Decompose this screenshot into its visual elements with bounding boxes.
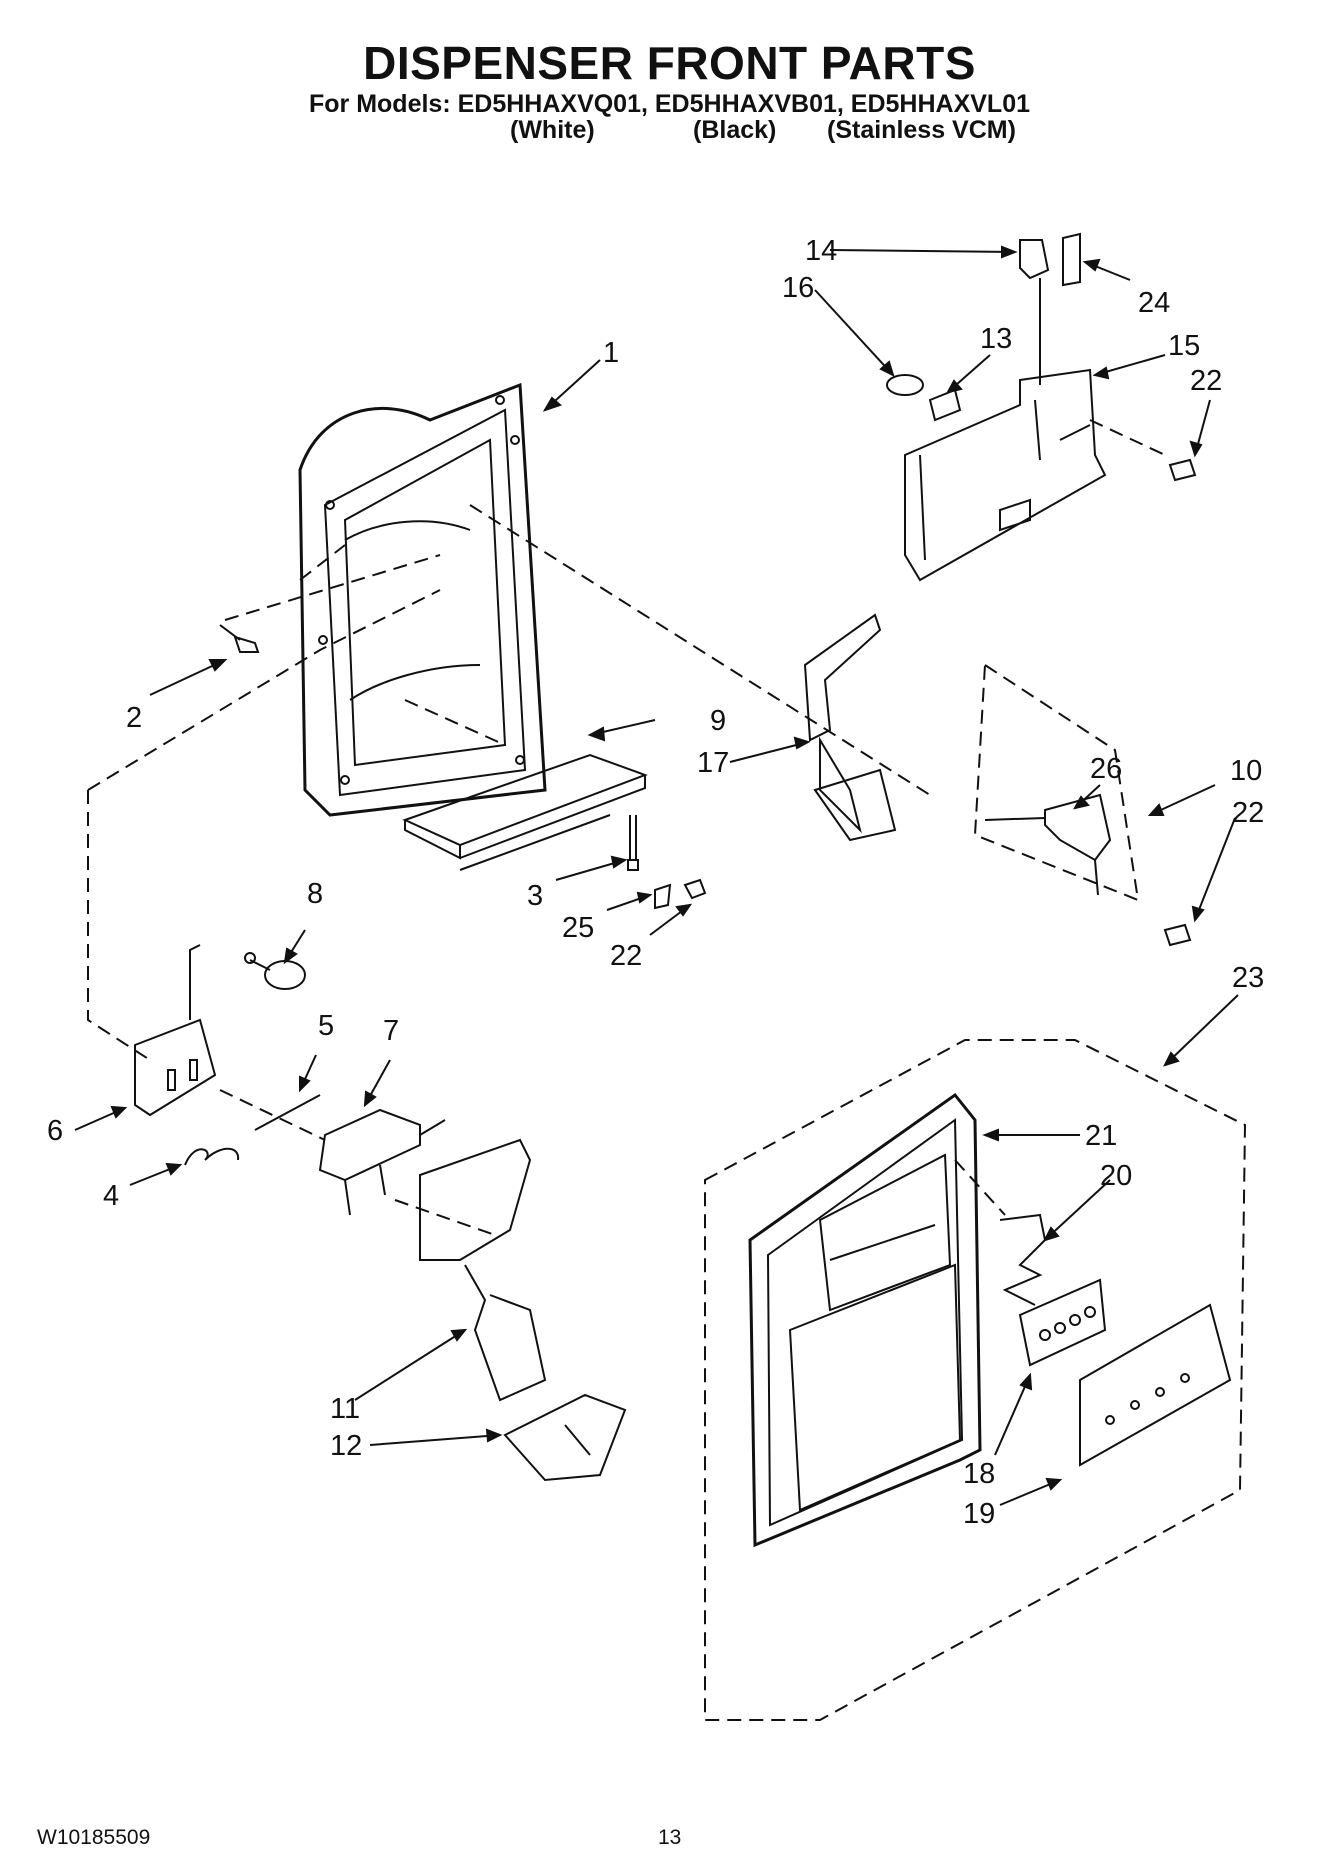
callout-13: 13: [980, 323, 1012, 355]
callout-6: 6: [47, 1115, 63, 1147]
callout-25: 25: [562, 912, 594, 944]
part-water-lever-11: [419, 1138, 547, 1402]
part-control-panel-19: [1079, 1303, 1232, 1467]
part-spring-4: [184, 1147, 240, 1166]
callout-11: 11: [330, 1393, 360, 1425]
part-bulb-16: [886, 374, 924, 396]
callout-19: 19: [963, 1498, 995, 1530]
part-pad-25: [654, 883, 672, 910]
callout-22-tray: 22: [610, 940, 642, 972]
callout-21: 21: [1085, 1120, 1117, 1152]
callout-labels: 1 2 3 4 5 6 7 8 9 10 11 12 13 14 15 16 1…: [47, 235, 1264, 1530]
part-pad-24: [1062, 232, 1081, 287]
leader-arrows: [74, 245, 1239, 1506]
callout-20: 20: [1100, 1160, 1132, 1192]
part-module-6: [134, 944, 217, 1117]
variant-white: (White): [510, 116, 595, 144]
part-screw-22c: [1163, 923, 1192, 947]
callout-17: 17: [697, 747, 729, 779]
variant-black: (Black): [693, 116, 777, 144]
dashed-assembly-lines: [87, 419, 1247, 1721]
callout-3: 3: [527, 880, 543, 912]
callout-18: 18: [963, 1458, 995, 1490]
doc-number: W10185509: [37, 1826, 151, 1849]
part-front-panel-21: [748, 1092, 982, 1548]
part-wire-harness-20: [999, 1213, 1047, 1306]
variant-stainless: (Stainless VCM): [827, 116, 1016, 144]
part-chute-15: [904, 368, 1107, 582]
part-screw-2: [219, 624, 260, 653]
part-switch-26: [984, 793, 1112, 896]
callout-15: 15: [1168, 330, 1200, 362]
part-screw-22b: [1168, 458, 1197, 482]
callout-1: 1: [603, 337, 619, 369]
callout-2: 2: [126, 702, 142, 734]
part-socket-13: [928, 388, 962, 422]
callout-22-switch: 22: [1232, 797, 1264, 829]
callout-12: 12: [330, 1430, 362, 1462]
part-pin-5: [254, 1094, 321, 1131]
callout-4: 4: [103, 1180, 119, 1212]
part-solenoid-8: [244, 952, 306, 990]
callout-26: 26: [1090, 753, 1122, 785]
callout-10: 10: [1230, 755, 1262, 787]
callout-16: 16: [782, 272, 814, 304]
part-screw-22a: [683, 878, 707, 900]
part-dispenser-housing: [298, 382, 547, 817]
callout-5: 5: [318, 1010, 334, 1042]
callout-23: 23: [1232, 962, 1264, 994]
callout-9: 9: [710, 705, 726, 737]
part-ice-lever-17: [803, 613, 897, 842]
part-switch-14: [1019, 239, 1050, 280]
part-bracket-7: [318, 1108, 446, 1216]
page-number: 13: [658, 1826, 682, 1849]
part-drip-tray: [402, 753, 648, 871]
callout-22-top: 22: [1190, 365, 1222, 397]
callout-14: 14: [805, 235, 837, 267]
models-line: For Models: ED5HHAXVQ01, ED5HHAXVB01, ED…: [308, 90, 1031, 118]
page-title: DISPENSER FRONT PARTS: [363, 37, 976, 89]
part-control-board-18: [1018, 1278, 1107, 1367]
callout-8: 8: [307, 878, 323, 910]
callout-24: 24: [1138, 287, 1170, 319]
part-cup-12: [503, 1393, 627, 1482]
callout-7: 7: [383, 1015, 399, 1047]
part-clip-3: [627, 815, 639, 871]
